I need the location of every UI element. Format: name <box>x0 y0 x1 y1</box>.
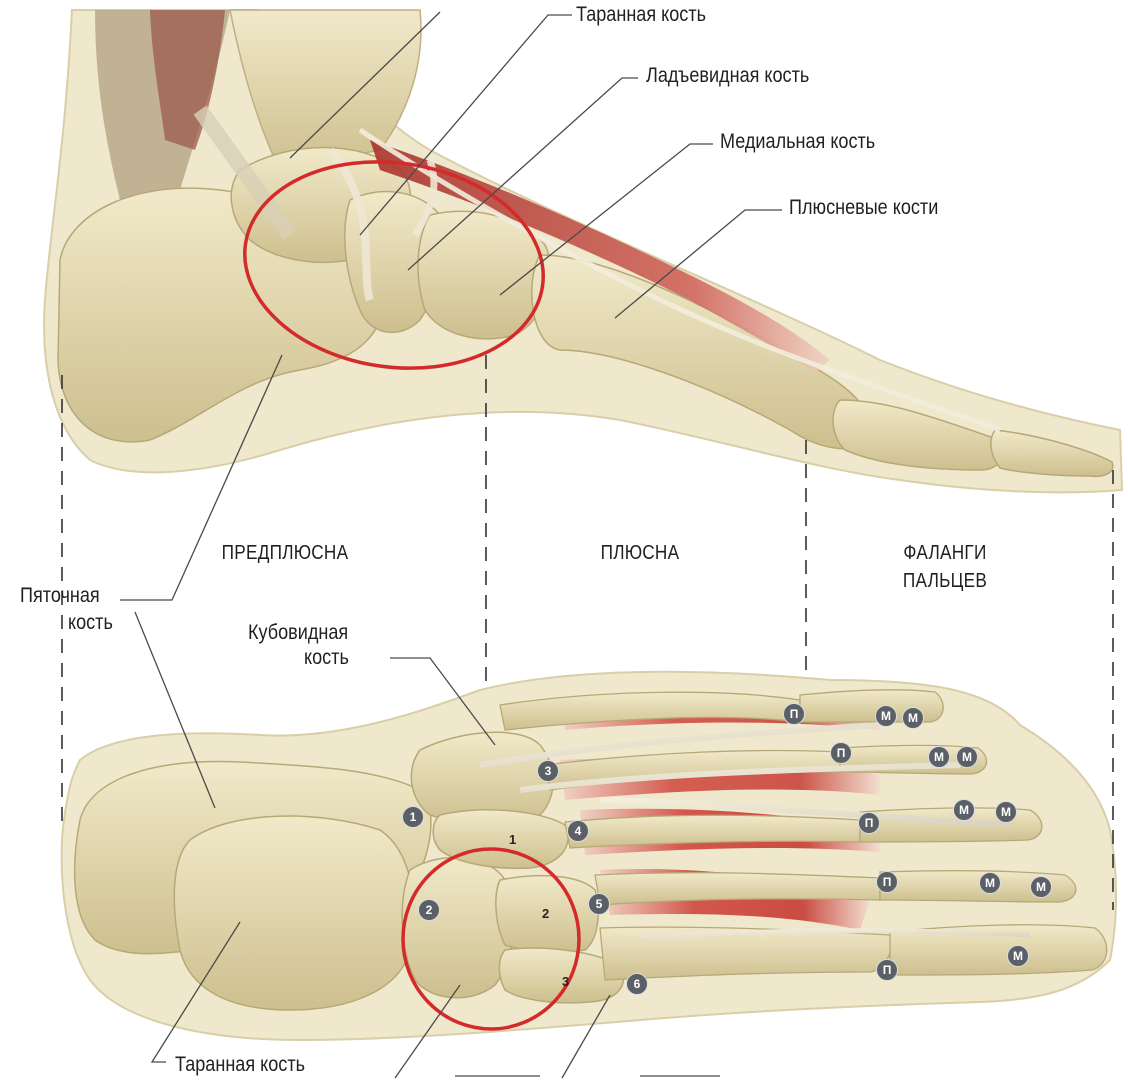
phalanx-marker-p5: П <box>876 959 898 981</box>
phalanx-marker-p3: П <box>858 812 880 834</box>
label-cuboid-line1: Кубовидная <box>248 620 348 646</box>
region-metatarsus: ПЛЮСНА <box>580 540 700 567</box>
region-phalanges-line1: ФАЛАНГИ <box>885 540 1005 567</box>
navicular-top <box>402 858 514 998</box>
phalanx-marker-m2a: М <box>928 746 950 768</box>
talus-top <box>174 816 413 1010</box>
phalanx-marker-m3a: М <box>953 799 975 821</box>
phalanx-marker-p2: П <box>830 742 852 764</box>
joint-marker-3: 3 <box>537 760 559 782</box>
phalanx-marker-m1a: М <box>875 705 897 727</box>
phalanx-marker-p1: П <box>783 703 805 725</box>
joint-marker-6: 6 <box>626 973 648 995</box>
joint-marker-5: 5 <box>588 893 610 915</box>
joint-marker-1: 1 <box>402 806 424 828</box>
region-tarsus: ПРЕДПЛЮСНА <box>212 540 358 567</box>
joint-marker-2: 2 <box>418 899 440 921</box>
cuneiform-number-2: 2 <box>542 906 549 921</box>
region-phalanges-line2: ПАЛЬЦЕВ <box>885 568 1005 595</box>
label-talus-bottom: Таранная кость <box>175 1052 305 1078</box>
label-navicular: Ладъевидная кость <box>646 63 809 89</box>
phalanx-marker-m4a: М <box>979 872 1001 894</box>
cuneiform-number-3: 3 <box>562 974 569 989</box>
phalanx-marker-m4b: М <box>1030 876 1052 898</box>
phalanx-marker-m2b: М <box>956 746 978 768</box>
phalanx-marker-m5: М <box>1007 945 1029 967</box>
phalanx-marker-p4: П <box>876 871 898 893</box>
label-metatarsals: Плюсневые кости <box>789 195 938 221</box>
side-view-foot <box>44 10 1122 492</box>
label-medial: Медиальная кость <box>720 129 875 155</box>
label-calcaneus-line2: кость <box>68 610 113 636</box>
cuneiform-number-1: 1 <box>509 832 516 847</box>
label-calcaneus-line1: Пяточная <box>20 583 100 609</box>
phalanx-marker-m3b: М <box>995 801 1017 823</box>
phalanx-marker-m1b: М <box>902 707 924 729</box>
top-view-foot <box>62 672 1116 1040</box>
joint-marker-4: 4 <box>567 820 589 842</box>
label-cuboid-line2: кость <box>304 645 349 671</box>
label-talus-top: Таранная кость <box>576 2 706 28</box>
